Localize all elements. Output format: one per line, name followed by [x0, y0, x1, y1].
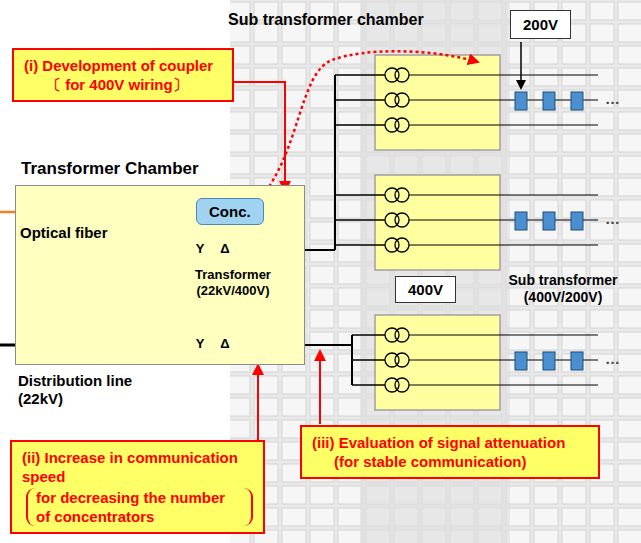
winding-symbol: Δ [217, 241, 233, 257]
concentrator-box: Conc. [196, 198, 264, 225]
transformer-label: Sub transformer (400V/200V) [488, 272, 638, 306]
branch-wire [335, 244, 385, 246]
sub-transformer-box [375, 175, 500, 270]
winding-symbol: Y [192, 336, 208, 352]
box-text: (i) Development of coupler [24, 56, 222, 75]
callout-leader [257, 365, 259, 440]
callout-box: (iii) Evaluation of signal attenuation(f… [300, 425, 600, 479]
customer-device [543, 352, 555, 370]
transformer-label: Transformer (22kV/400V) [168, 267, 298, 299]
feeder-wire [409, 244, 598, 245]
sub-transformer-coil [395, 328, 409, 342]
box-text: (ii) Increase in communication speed [22, 448, 253, 486]
customer-device [515, 352, 527, 370]
customer-device [571, 92, 583, 110]
voltage-label-box: 400V [395, 276, 456, 303]
box-text: (for stable communication) [312, 452, 588, 471]
branch-wire [335, 74, 385, 76]
branch-wire [352, 359, 385, 361]
feeder-wire [409, 194, 598, 195]
branch-wire [352, 334, 385, 336]
branch-wire [335, 124, 385, 126]
arrow-200v [520, 42, 522, 88]
winding-symbol: Y [192, 241, 208, 257]
feeder-wire [409, 74, 598, 75]
sub-transformer-coil [395, 353, 409, 367]
branch-wire [335, 194, 385, 196]
chamber-heading: Transformer Chamber [21, 159, 199, 179]
box-text: Conc. [209, 203, 251, 220]
callout-box: (ii) Increase in communication speedfor … [10, 440, 265, 534]
voltage-label-box: 200V [510, 10, 571, 39]
ellipsis: … [605, 350, 620, 368]
box-text: 400V [408, 281, 443, 298]
sub-transformer-coil [395, 188, 409, 202]
box-text: 200V [523, 16, 558, 33]
branch-wire [335, 99, 385, 101]
chamber-label: Sub transformer chamber [228, 10, 424, 29]
sub-transformer-box [375, 55, 500, 150]
feeder-wire [409, 124, 598, 125]
winding-symbol: Δ [217, 336, 233, 352]
feeder-wire [409, 384, 598, 385]
customer-device [571, 212, 583, 230]
branch-wire [352, 384, 385, 386]
sub-transformer-coil [395, 68, 409, 82]
sub-transformer-coil [395, 93, 409, 107]
callout-leader [319, 351, 321, 424]
line-label: Optical fiber [20, 224, 115, 242]
sub-transformer-coil [395, 378, 409, 392]
customer-device [543, 212, 555, 230]
line-label: Distribution line (22kV) [18, 372, 158, 408]
box-text: for decreasing the number of concentrato… [26, 488, 253, 526]
feeder-wire [409, 334, 598, 335]
sub-transformer-box [375, 315, 500, 410]
box-text: 〔 for 400V wiring〕 [24, 75, 222, 94]
feeder-wire [409, 99, 598, 100]
signal-path [262, 51, 478, 196]
customer-device [515, 92, 527, 110]
ellipsis: … [605, 210, 620, 228]
bus-line [335, 75, 352, 385]
branch-wire [335, 219, 385, 221]
customer-device [571, 352, 583, 370]
sub-transformer-coil [395, 118, 409, 132]
sub-transformer-coil [395, 238, 409, 252]
sub-transformer-rows [335, 68, 598, 392]
feeder-wire [409, 219, 598, 220]
ellipsis: … [605, 90, 620, 108]
sub-transformer-coil [395, 213, 409, 227]
feeder-wire [409, 359, 598, 360]
customer-device [543, 92, 555, 110]
callout-box: (i) Development of coupler〔 for 400V wir… [12, 48, 234, 102]
customer-device [515, 212, 527, 230]
box-text: (iii) Evaluation of signal attenuation [312, 433, 588, 452]
